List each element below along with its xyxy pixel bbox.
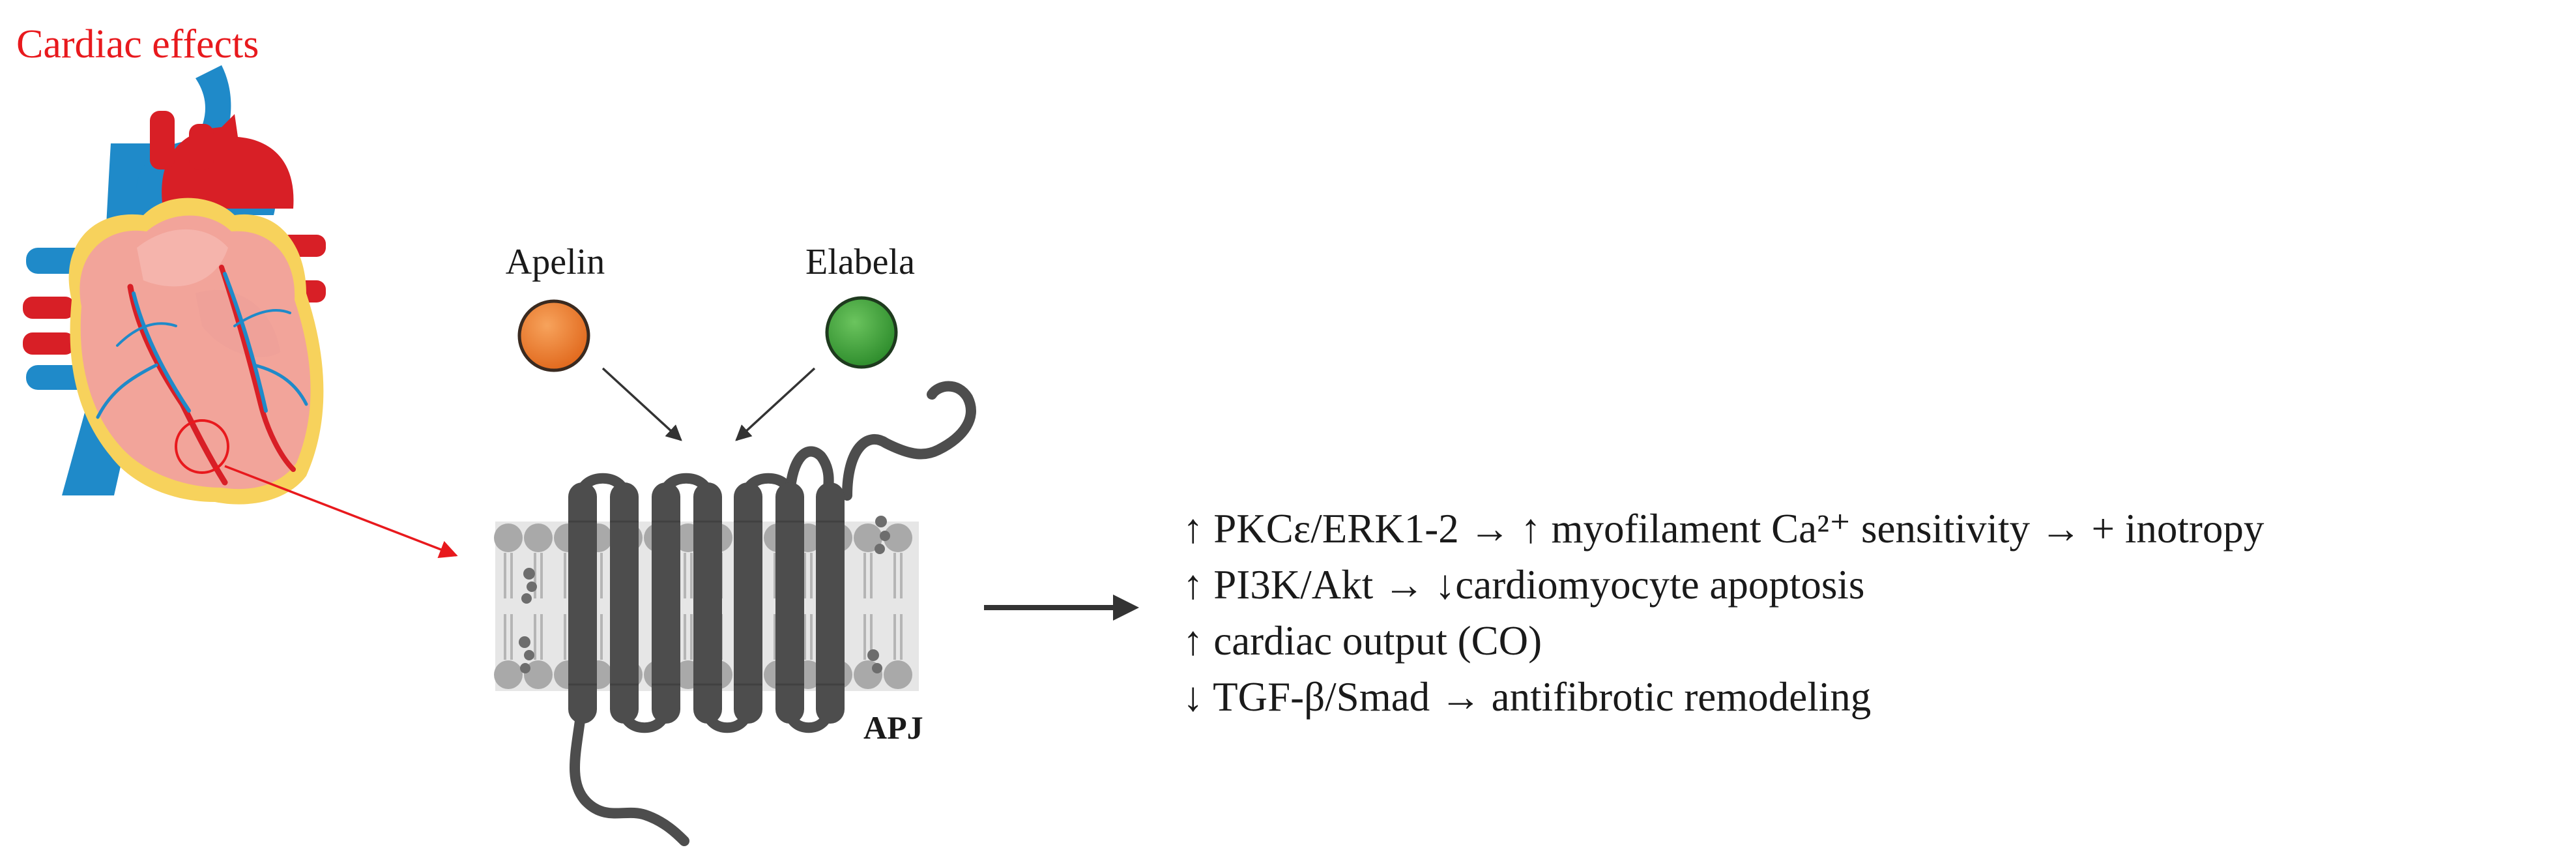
apelin-ligand: Apelin xyxy=(506,242,605,372)
apelin-ball-icon xyxy=(517,299,590,372)
apelin-label: Apelin xyxy=(506,242,605,282)
effect-line: ↑ cardiac output (CO) xyxy=(1183,618,1542,664)
effects-list: ↑ PKCε/ERK1-2 → ↑ myofilament Ca²⁺ sensi… xyxy=(1183,506,2265,720)
gpcr-seven-transmembrane-icon: APJ xyxy=(494,381,976,846)
elabela-binding-arrow xyxy=(735,367,816,441)
receptor-label: APJ xyxy=(863,709,923,746)
elabela-ligand: Elabela xyxy=(805,242,915,369)
effect-line: ↑ PI3K/Akt → ↓cardiomyocyte apoptosis xyxy=(1183,562,1864,608)
elabela-label: Elabela xyxy=(805,242,915,282)
heart-zoom-circle xyxy=(175,419,229,474)
heart-illustration-icon xyxy=(23,65,326,505)
effect-line: ↑ PKCε/ERK1-2 → ↑ myofilament Ca²⁺ sensi… xyxy=(1183,506,2265,552)
apelin-binding-arrow xyxy=(601,367,682,441)
figure-title: Cardiac effects xyxy=(16,22,259,66)
elabela-ball-icon xyxy=(825,296,898,369)
zoom-pointer-arrow xyxy=(224,465,458,558)
effect-line: ↓ TGF-β/Smad → antifibrotic remodeling xyxy=(1183,674,1871,720)
